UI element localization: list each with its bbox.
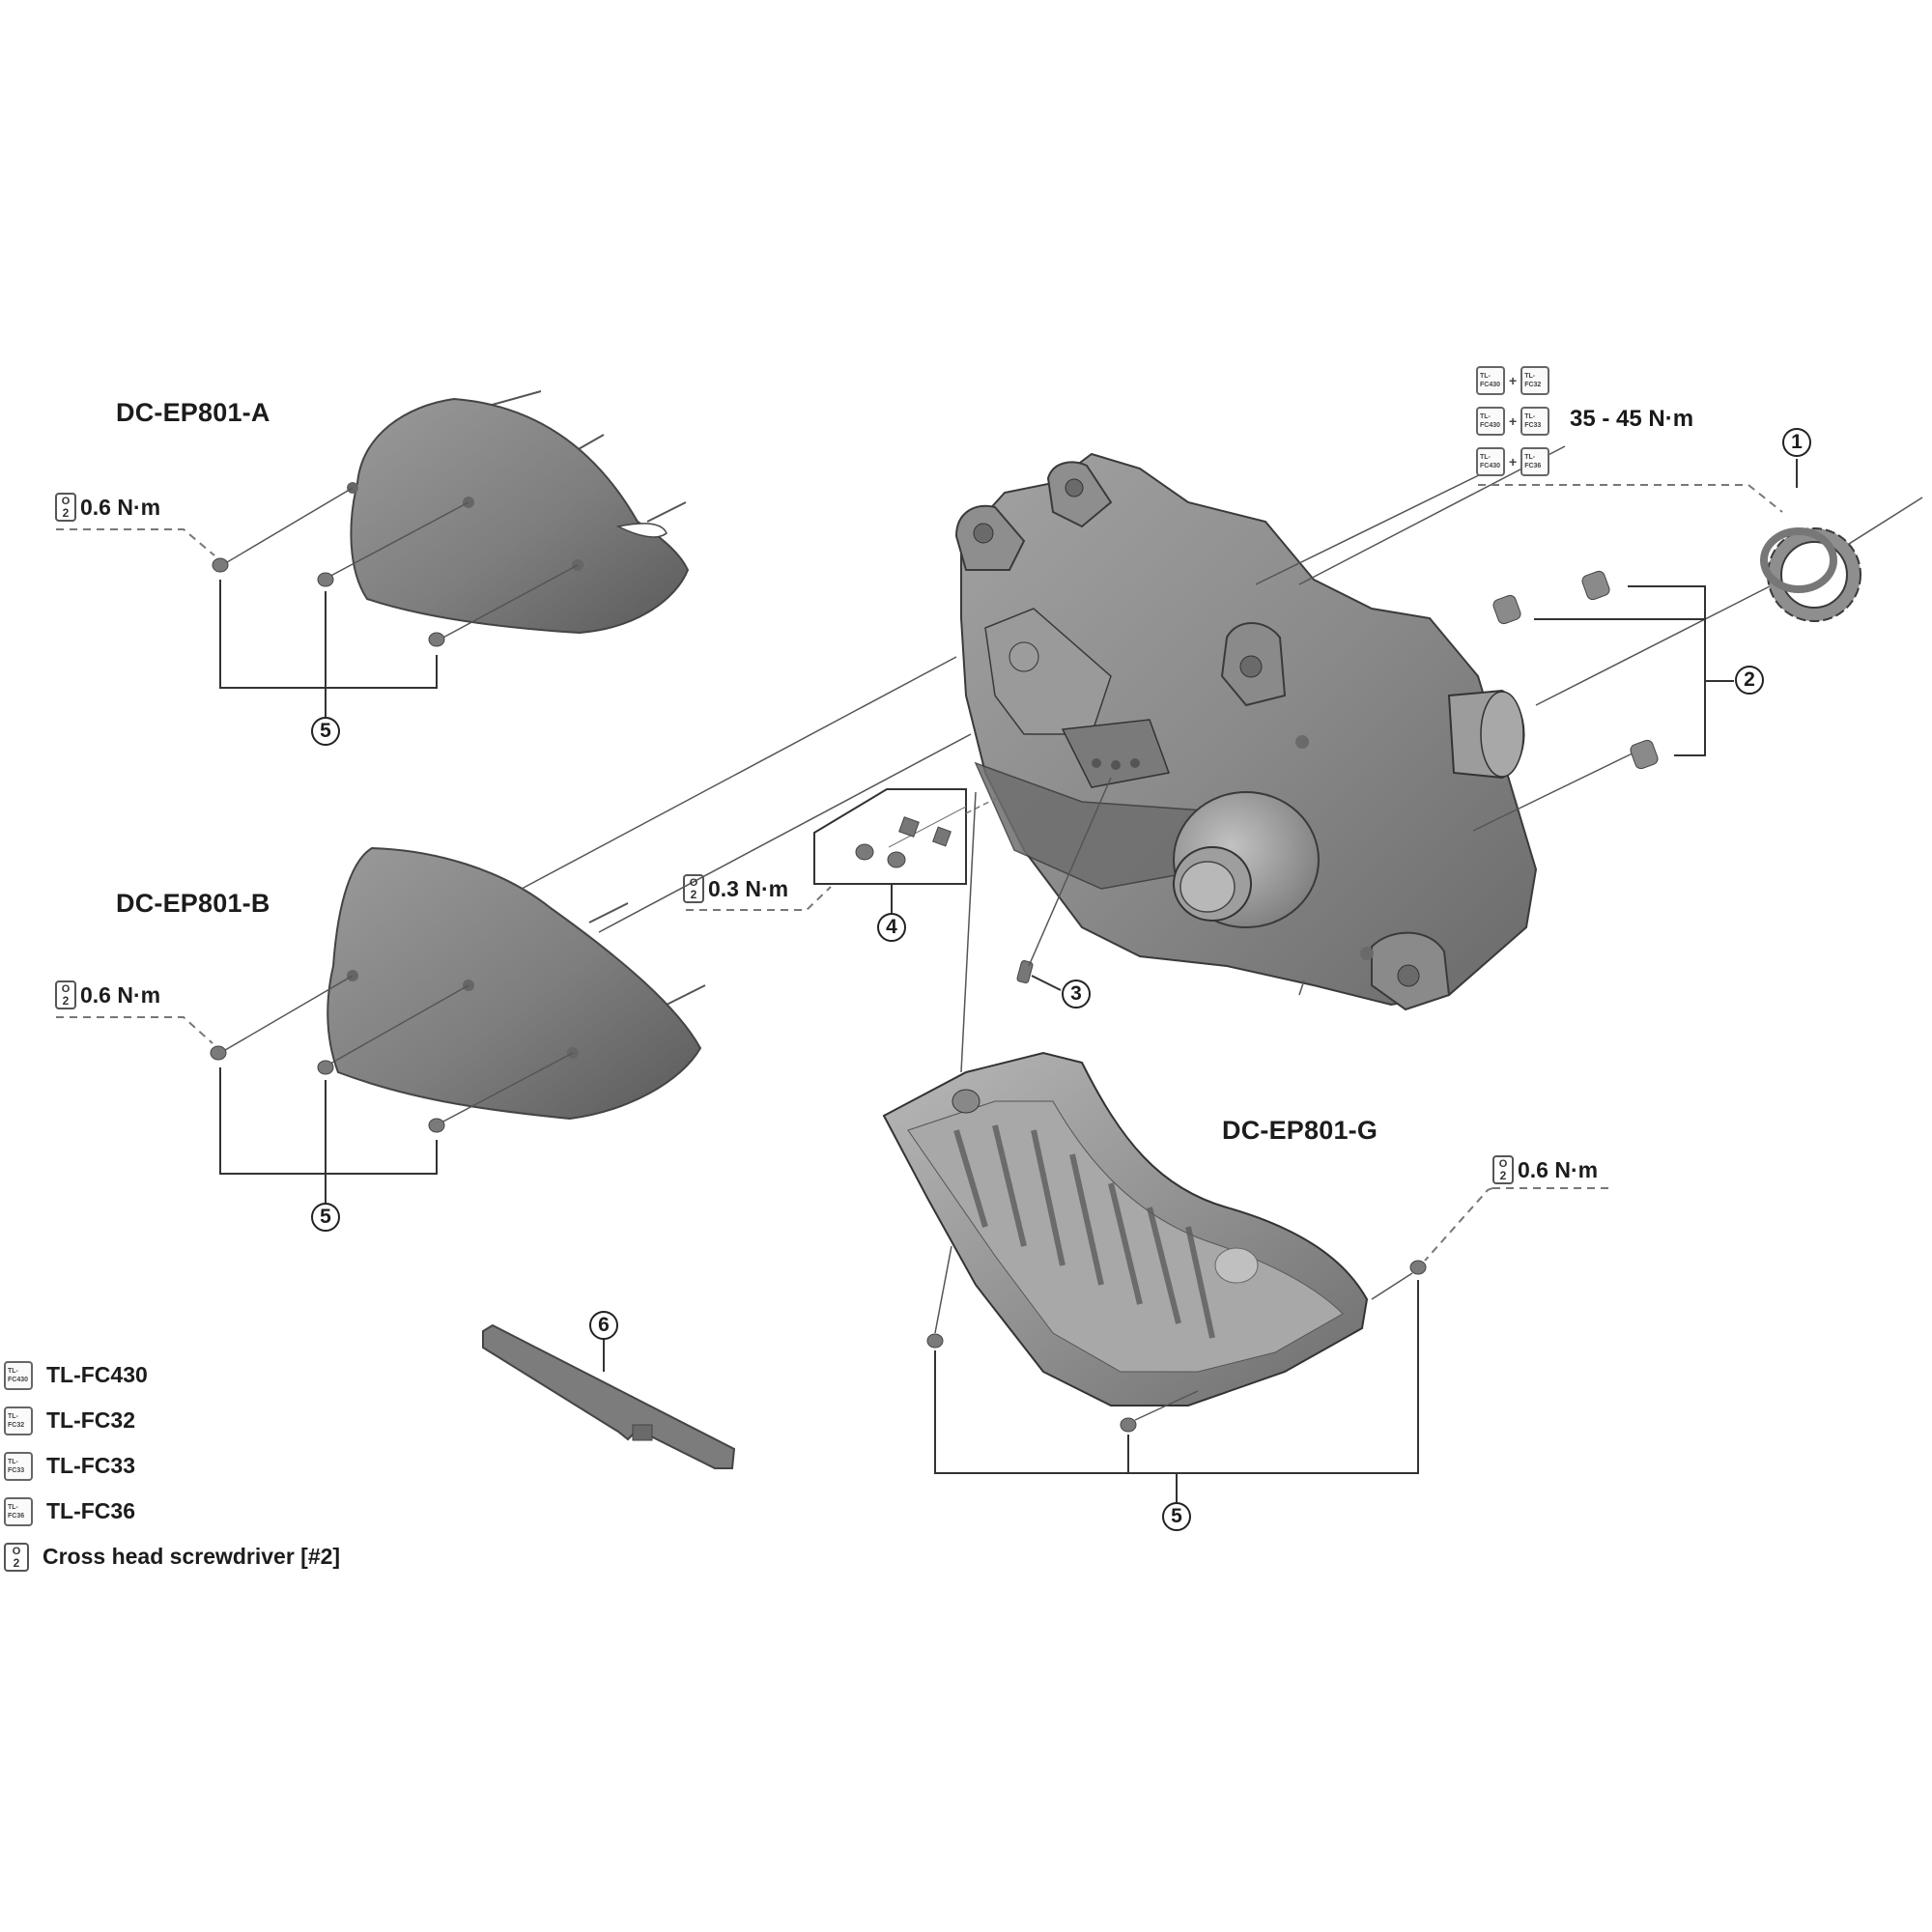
- callout-6: 6: [589, 1311, 618, 1340]
- callout-2: 2: [1735, 666, 1764, 695]
- screw-icon: [428, 1118, 445, 1133]
- torque-value: 0.6 N·m: [80, 981, 161, 1008]
- tool-icon-fc33: TL-FC33: [1520, 407, 1550, 436]
- tool-icon-fc430: TL-FC430: [1476, 407, 1505, 436]
- set-screw-part: [1016, 777, 1112, 991]
- tool-icon: TL-FC36: [4, 1496, 33, 1526]
- tool-icon-fc430: TL-FC430: [1476, 366, 1505, 395]
- cover-a-title: DC-EP801-A: [116, 398, 270, 427]
- drive-unit-motor: [954, 452, 1538, 1011]
- screw-icon: [317, 572, 334, 587]
- callout-1: 1: [1782, 428, 1811, 457]
- nut-icon: [898, 816, 920, 838]
- tool-icon: TL-FC33: [4, 1451, 33, 1481]
- lockring-torque: 35 - 45 N·m: [1570, 406, 1694, 432]
- tool-legend: TL-FC430 TL-FC430 TL-FC32 TL-FC32 TL-FC3…: [4, 1352, 340, 1579]
- small-parts-box: [686, 788, 1006, 913]
- crank-tool-part: [482, 1323, 736, 1469]
- tool-icon: TL-FC430: [4, 1360, 33, 1390]
- bolt-icon: [1492, 594, 1521, 625]
- lockring-part: [1478, 459, 1861, 622]
- torque-value: 0.6 N·m: [1518, 1156, 1599, 1182]
- legend-label: TL-FC32: [46, 1407, 135, 1433]
- cover-g-title: DC-EP801-G: [1222, 1116, 1378, 1145]
- cover-b-title: DC-EP801-B: [116, 889, 270, 918]
- legend-label: TL-FC36: [46, 1498, 135, 1523]
- bolt-icon: [1630, 739, 1659, 770]
- legend-label: TL-FC430: [46, 1362, 148, 1387]
- screw-icon: [1120, 1417, 1137, 1433]
- screw-icon: [317, 1060, 334, 1075]
- legend-item: TL-FC33 TL-FC33: [4, 1443, 340, 1489]
- screw-icon: [887, 851, 906, 868]
- callout-5-cover-g: 5: [1162, 1502, 1191, 1531]
- cover-g-tray: [882, 1051, 1611, 1502]
- torque-value: 0.6 N·m: [80, 494, 161, 520]
- screw-icon: [1409, 1260, 1427, 1275]
- legend-label: TL-FC33: [46, 1453, 135, 1478]
- screw-icon: [210, 1045, 227, 1061]
- callout-5-cover-a: 5: [311, 717, 340, 746]
- screw-icon: [212, 557, 229, 573]
- screw-icon: [855, 843, 874, 861]
- tool-icon-fc430: TL-FC430: [1476, 447, 1505, 476]
- tool-icon-fc36: TL-FC36: [1520, 447, 1550, 476]
- tool-combo-row: TL-FC430 + TL-FC36: [1476, 441, 1550, 482]
- legend-label: Cross head screwdriver [#2]: [43, 1544, 341, 1569]
- cover-a-part: [56, 390, 690, 717]
- bolts-part: [1492, 570, 1734, 770]
- tool-combo-row: TL-FC430 + TL-FC33: [1476, 401, 1550, 441]
- legend-item: TL-FC32 TL-FC32: [4, 1398, 340, 1443]
- tool-icon: TL-FC32: [4, 1406, 33, 1435]
- lockring-tool-combos: TL-FC430 + TL-FC32 TL-FC430 + TL-FC33 TL…: [1476, 360, 1550, 482]
- legend-item: TL-FC430 TL-FC430: [4, 1352, 340, 1398]
- screw-icon: [428, 632, 445, 647]
- tool-combo-row: TL-FC430 + TL-FC32: [1476, 360, 1550, 401]
- legend-item: TL-FC36 TL-FC36: [4, 1489, 340, 1534]
- torque-value: 0.3 N·m: [708, 875, 789, 901]
- callout-3: 3: [1062, 980, 1091, 1009]
- screw-icon: [926, 1333, 944, 1349]
- bolt-icon: [1581, 570, 1610, 601]
- nut-icon: [932, 826, 952, 847]
- cover-b-part: [56, 846, 706, 1203]
- tool-icon-fc32: TL-FC32: [1520, 366, 1550, 395]
- callout-4: 4: [877, 913, 906, 942]
- callout-5-cover-b: 5: [311, 1203, 340, 1232]
